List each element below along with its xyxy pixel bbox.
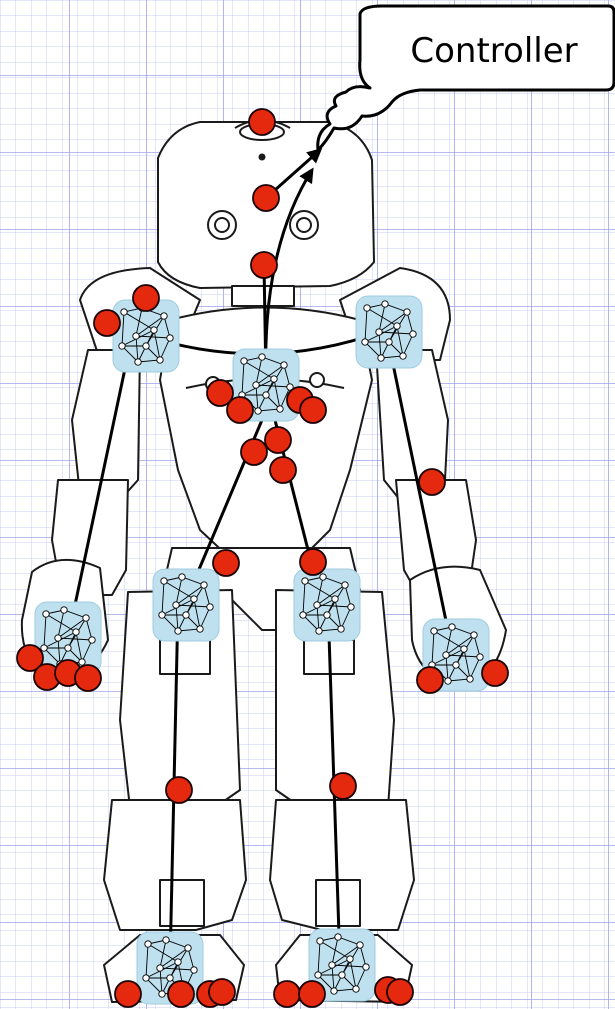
- sensor-dot-icon: [270, 457, 296, 483]
- sensor-dot-icon: [265, 427, 291, 453]
- sensor-dot-icon: [419, 469, 445, 495]
- sensor-dot-icon: [227, 397, 253, 423]
- controller-label: Controller: [410, 31, 577, 71]
- sensor-dot-icon: [300, 397, 326, 423]
- sensor-dot-icon: [75, 665, 101, 691]
- neural-network-icon-right-hip: [294, 569, 360, 641]
- sensor-dot-icon: [300, 549, 326, 575]
- neural-network-icon-left-hip: [153, 569, 219, 641]
- sensor-dot-icon: [115, 981, 141, 1007]
- sensor-dot-icon: [168, 981, 194, 1007]
- sensor-dot-icon: [251, 252, 277, 278]
- sensor-dot-icon: [330, 773, 356, 799]
- sensor-dot-icon: [253, 185, 279, 211]
- sensor-dot-icon: [417, 667, 443, 693]
- sensor-dot-icon: [387, 979, 413, 1005]
- sensor-dot-icon: [299, 981, 325, 1007]
- sensor-dot-icon: [133, 285, 159, 311]
- sensor-dot-icon: [213, 550, 239, 576]
- sensor-dot-icon: [249, 109, 275, 135]
- sensor-dot-icon: [241, 439, 267, 465]
- sensor-dot-icon: [209, 979, 235, 1005]
- sensor-dot-icon: [482, 660, 508, 686]
- sensor-dot-icon: [94, 310, 120, 336]
- sensor-dot-icon: [274, 981, 300, 1007]
- sensor-dot-icon: [166, 777, 192, 803]
- neural-network-icon-right-shoulder: [356, 296, 422, 368]
